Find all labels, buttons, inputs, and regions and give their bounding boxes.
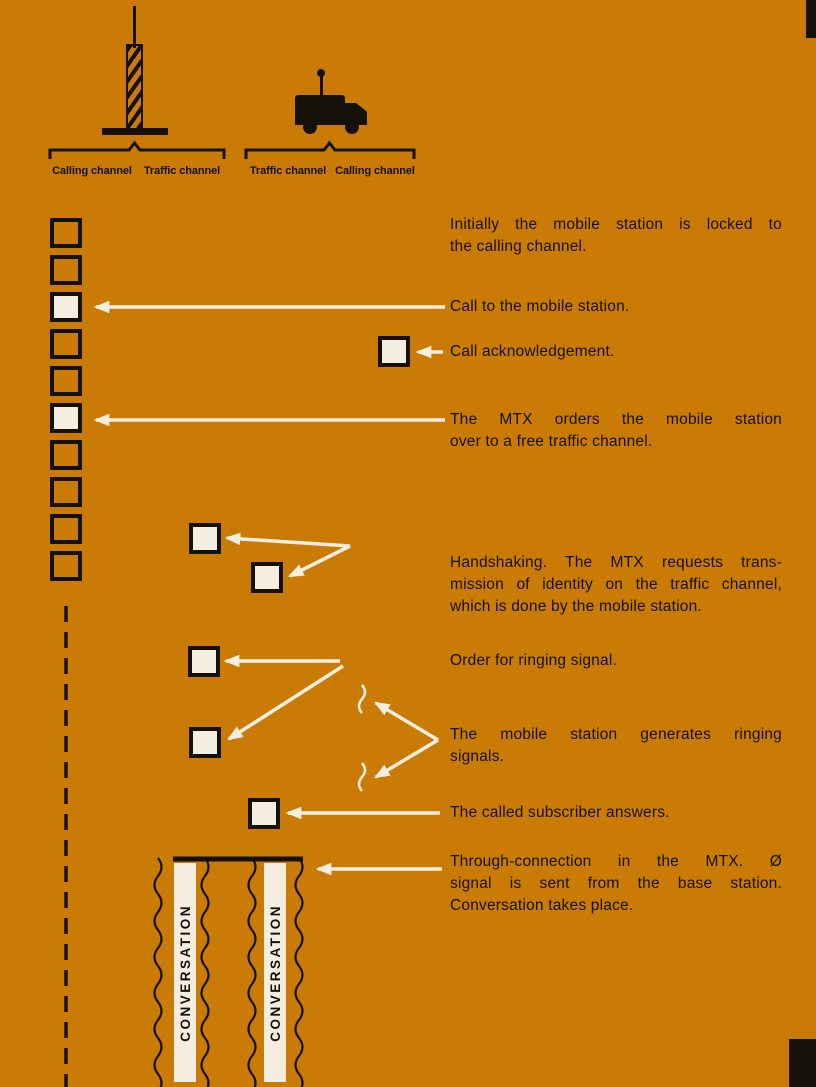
radio-wave-4 <box>294 857 304 1087</box>
base-traffic-channel-label: Traffic channel <box>143 165 221 177</box>
channel-slot-empty <box>50 514 82 544</box>
page-scan-mark-top-right <box>806 0 816 38</box>
ring-order-square <box>188 646 220 677</box>
channel-slot-empty <box>50 366 82 396</box>
antenna-base <box>102 128 168 135</box>
channel-slot-empty <box>50 255 82 285</box>
annotation-line: Through-connection in the MTX. Ø <box>450 853 782 870</box>
conversation-label: CONVERSATION <box>267 903 283 1042</box>
calling-channel-column <box>50 218 82 588</box>
conversation-bar-base: CONVERSATION <box>174 863 196 1082</box>
radio-wave-2 <box>200 857 210 1087</box>
annotation-line: Initially the mobile station is locked t… <box>450 216 782 233</box>
channel-slot-filled <box>50 403 82 433</box>
handshake-arrow-1 <box>224 532 351 548</box>
mobile-traffic-channel-label: Traffic channel <box>249 165 327 177</box>
ring-signal-arrow-up <box>373 701 439 742</box>
annotation-line: Order for ringing signal. <box>450 652 617 669</box>
channel-slot-empty <box>50 551 82 581</box>
channel-slot-empty <box>50 329 82 359</box>
ringing-arrow <box>227 664 344 741</box>
annotation-through-connection: Through-connection in the MTX. Ø signal i… <box>450 851 782 917</box>
annotation-line: the calling channel. <box>450 238 587 255</box>
conversation-label: CONVERSATION <box>177 903 193 1042</box>
annotation-line: The MTX orders the mobile station <box>450 411 782 428</box>
channel-slot-empty <box>50 440 82 470</box>
antenna-rod <box>133 6 136 48</box>
conversation-bar-mobile: CONVERSATION <box>264 863 286 1082</box>
annotation-locked: Initially the mobile station is locked t… <box>450 214 782 258</box>
mobile-bracket <box>244 140 416 159</box>
annotation-line: The mobile station generates ringing <box>450 726 782 743</box>
annotation-ack: Call acknowledgement. <box>450 341 782 363</box>
base-bracket <box>48 140 226 159</box>
page-scan-mark-bottom-right <box>789 1039 816 1087</box>
annotation-ring-generate: The mobile station generates ringing sign… <box>450 724 782 768</box>
ringing-square <box>189 727 221 758</box>
annotation-mtx-order: The MTX orders the mobile station over to… <box>450 409 782 453</box>
handshake-square-1 <box>189 523 221 554</box>
annotation-line: over to a free traffic channel. <box>450 433 653 450</box>
annotation-line: Handshaking. The MTX requests trans- <box>450 554 782 571</box>
ring-signal-squiggle-1 <box>357 684 367 714</box>
truck-body <box>295 95 345 125</box>
annotation-ring-order: Order for ringing signal. <box>450 650 782 672</box>
annotation-line: which is done by the mobile station. <box>450 598 702 615</box>
truck-wheel-rear <box>303 120 317 134</box>
handshake-arrow-2 <box>287 544 351 578</box>
base-calling-channel-label: Calling channel <box>52 165 132 177</box>
ring-signal-squiggle-2 <box>357 762 367 792</box>
handshake-square-2 <box>251 562 283 593</box>
radio-wave-3 <box>247 857 257 1087</box>
annotation-answer: The called subscriber answers. <box>450 802 782 824</box>
annotation-line: Conversation takes place. <box>450 897 634 914</box>
annotation-line: The called subscriber answers. <box>450 804 670 821</box>
truck-wheel-front <box>345 120 359 134</box>
radio-wave-1 <box>153 857 163 1087</box>
call-ack-square <box>378 336 410 367</box>
truck-cab <box>345 103 367 125</box>
channel-slot-empty <box>50 477 82 507</box>
annotation-line: Call to the mobile station. <box>450 298 630 315</box>
truck-antenna <box>320 74 323 96</box>
annotation-line: signal is sent from the base station. <box>450 875 782 892</box>
annotation-line: signals. <box>450 748 505 765</box>
annotation-call: Call to the mobile station. <box>450 296 782 318</box>
mobile-calling-channel-label: Calling channel <box>335 165 415 177</box>
channel-slot-filled <box>50 292 82 322</box>
truck-antenna-tip <box>317 69 325 77</box>
annotation-handshake: Handshaking. The MTX requests trans-miss… <box>450 552 782 618</box>
ring-signal-arrow-down <box>373 738 439 779</box>
annotation-line: Call acknowledgement. <box>450 343 615 360</box>
channel-slot-empty <box>50 218 82 248</box>
answer-square <box>248 798 280 829</box>
annotation-line: mission of identity on the traffic chann… <box>450 576 782 593</box>
